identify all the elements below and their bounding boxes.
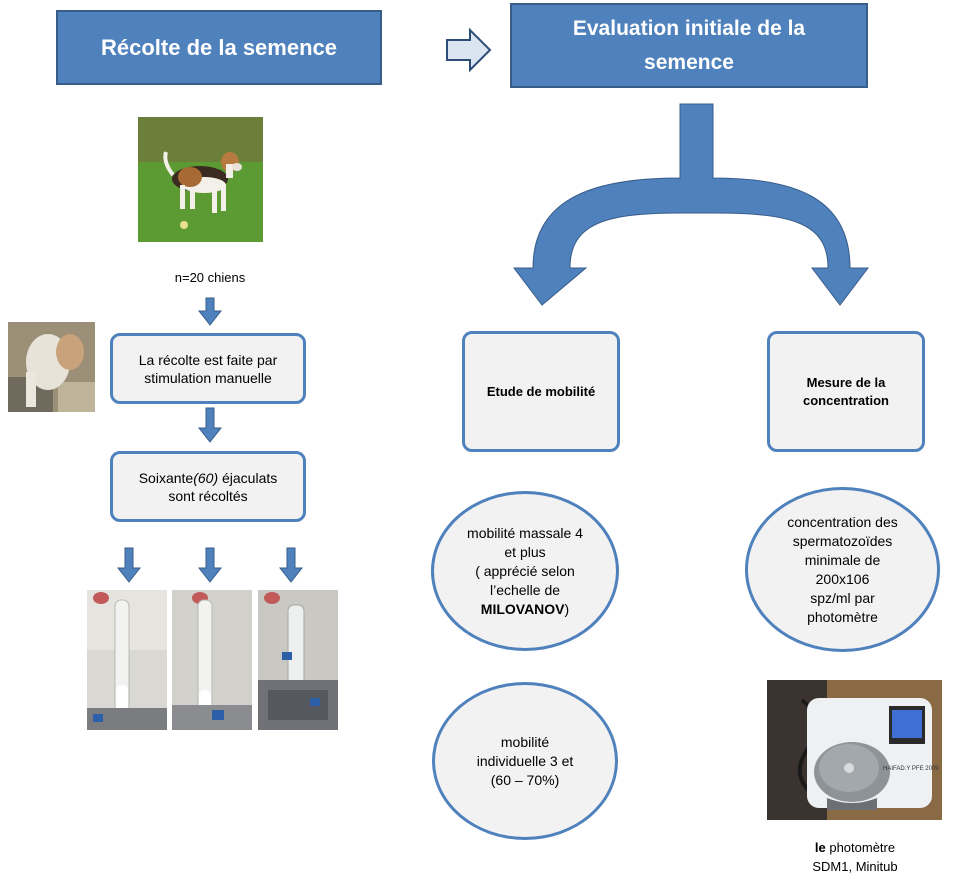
evaluation-title-box: Evaluation initiale de la semence [510,3,868,88]
milovanov-scale: MILOVANOV [480,600,565,617]
concentration-line2: spermatozoïdes [792,532,893,549]
mobility-study-title: Etude de mobilité [486,383,596,399]
photometer-caption: le photomètre SDM1, Minitub [790,838,920,876]
photometer-icon [767,680,942,820]
beagle-photo [138,117,263,242]
concentration-measure-box: Mesure de la concentration [767,331,925,452]
concentration-line4: 200x106 [815,570,870,587]
mass-mobility-line4: l’echelle de [489,581,561,598]
tube-icon-1 [87,590,167,730]
concentration-title-line1: Mesure de la [806,374,886,390]
individual-mobility-ellipse: mobilité individuelle 3 et (60 – 70%) [432,682,618,840]
concentration-line5: spz/ml par [810,589,875,606]
individual-mobility-line3: (60 – 70%) [490,771,560,788]
ejaculates-count: (60) [193,469,219,486]
concentration-line3: minimale de [804,551,881,568]
ejaculates-line2: sont récoltés [168,487,248,504]
harvest-title: Récolte de la semence [100,34,337,60]
individual-mobility-line1: mobilité [500,733,550,750]
down-arrow-3 [116,547,142,583]
photometer-caption-line1: le photomètre [814,840,896,855]
down-arrow-2 [197,407,223,443]
mass-mobility-line3: ( apprécié selon [475,562,575,579]
evaluation-title-line2: semence [644,50,734,74]
harvest-method-line1: La récolte est faite par [138,351,278,368]
tube-photo-3 [258,590,338,730]
concentration-line6: photomètre [807,608,878,625]
tube-photo-2 [172,590,252,730]
mass-mobility-line1: mobilité massale 4 [467,524,583,541]
individual-mobility-line2: individuelle 3 et [476,752,574,769]
concentration-ellipse: concentration des spermatozoïdes minimal… [745,487,940,652]
concentration-line1: concentration des [787,513,898,530]
tube-icon-2 [172,590,252,730]
concentration-title-line2: concentration [803,392,889,408]
evaluation-title-line1: Evaluation initiale de la [572,16,806,40]
photometer-label: HAIFAD.Y PFE 2009 [883,766,939,772]
down-arrow-4 [197,547,223,583]
beagle-icon [138,117,263,242]
mobility-study-box: Etude de mobilité [462,331,620,452]
ejaculates-box: Soixante(60) éjaculats sont récoltés [110,451,306,522]
photometer-caption-line2: SDM1, Minitub [812,859,898,874]
stimulation-photo [8,322,95,412]
mass-mobility-line5: MILOVANOV) [480,600,570,617]
dog-count-caption: n=20 chiens [174,270,246,285]
harvest-method-box: La récolte est faite par stimulation man… [110,333,306,404]
down-arrow-1 [197,297,223,326]
tube-icon-3 [258,590,338,730]
mass-mobility-line2: et plus [504,543,546,560]
photometer-photo: HAIFAD.Y PFE 2009 [767,680,942,820]
down-arrow-5 [278,547,304,583]
stimulation-image-icon [8,322,95,412]
mass-mobility-ellipse: mobilité massale 4 et plus ( apprécié se… [431,491,619,651]
ejaculates-line1: Soixante(60) éjaculats [138,469,278,486]
tube-photo-1 [87,590,167,730]
branch-arrow [512,103,870,306]
header-arrow [446,27,492,73]
harvest-method-line2: stimulation manuelle [144,369,272,386]
harvest-title-box: Récolte de la semence [56,10,382,85]
